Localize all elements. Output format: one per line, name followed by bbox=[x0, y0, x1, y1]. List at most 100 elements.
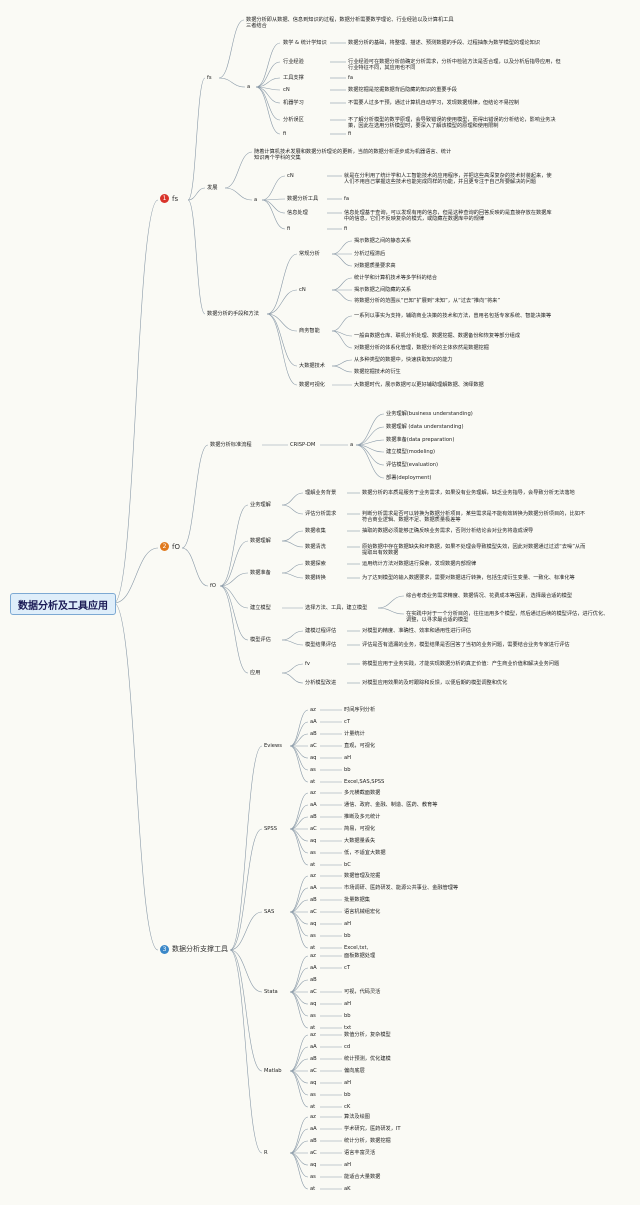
node-development-key[interactable]: 数据分析工具 bbox=[287, 195, 319, 202]
node-tool-value[interactable]: cT bbox=[344, 964, 351, 971]
node-fo-key[interactable]: 分析模型改进 bbox=[305, 679, 337, 686]
node-tool-attr[interactable]: aB bbox=[310, 976, 317, 983]
node-fo-key[interactable]: 数据探索 bbox=[305, 560, 326, 567]
node-fo-key[interactable]: fv bbox=[305, 660, 310, 667]
node-tool-attr[interactable]: aq bbox=[310, 1079, 317, 1086]
node-tool-value[interactable]: 市场调研、医药研发、能源公共事业、金融管理等 bbox=[344, 884, 459, 891]
node-fo-value[interactable]: 抽取的数据必须能够正确反映业务需求，否则分析结论会对业务将造成误导 bbox=[362, 527, 534, 534]
node-methods-group[interactable]: 大数据技术 bbox=[299, 362, 325, 369]
node-tool-value[interactable]: cT bbox=[344, 718, 351, 725]
node-crisp-step[interactable]: 业务理解(business understanding) bbox=[386, 410, 473, 417]
node-methods-item[interactable]: 揭示数据之间的静态关系 bbox=[354, 237, 412, 244]
node-tool-attr[interactable]: az bbox=[310, 872, 316, 879]
node-tool-attr[interactable]: aC bbox=[310, 825, 317, 832]
node-tool-value[interactable]: aH bbox=[344, 1000, 352, 1007]
node-tool-value[interactable]: bb bbox=[344, 932, 351, 939]
node-fo-key[interactable]: 数据收集 bbox=[305, 527, 326, 534]
node-tool-attr[interactable]: as bbox=[310, 932, 316, 939]
node-development[interactable]: 发展 bbox=[207, 184, 218, 191]
node-tool-value[interactable]: 低，不适宜大数据 bbox=[344, 849, 386, 856]
node-tool-attr[interactable]: as bbox=[310, 1091, 316, 1098]
node-fo-key[interactable]: 数据清洗 bbox=[305, 543, 326, 550]
node-fo-value[interactable]: 数据分析的本质是服务于业务需求，如果没有业务理解，缺乏业务指导，会导致分析无法落… bbox=[362, 489, 575, 496]
node-tool-attr[interactable]: aq bbox=[310, 837, 317, 844]
node-development-a[interactable]: a bbox=[254, 196, 258, 203]
node-tool-attr[interactable]: as bbox=[310, 849, 316, 856]
node-tool-attr[interactable]: at bbox=[310, 778, 316, 785]
node-tool-value[interactable]: 统计预测，优化建模 bbox=[344, 1055, 391, 1062]
node-tool-attr[interactable]: aC bbox=[310, 1149, 317, 1156]
node-fs-a-value[interactable]: 数据分析的基础，将整理、描述、预测数据的手段、过程抽象为数学模型的理论知识 bbox=[348, 39, 540, 46]
node-tool-value[interactable]: aK bbox=[344, 1185, 351, 1192]
node-fo-key[interactable]: 选择方法、工具，建立模型 bbox=[305, 604, 368, 611]
node-tool-attr[interactable]: aA bbox=[310, 1043, 317, 1050]
node-tool-value[interactable]: cd bbox=[344, 1043, 351, 1050]
node-fs-a-key[interactable]: 数学 & 统计学知识 bbox=[283, 39, 327, 46]
node-tool-attr[interactable]: aA bbox=[310, 801, 317, 808]
node-development-value[interactable]: 就是在分利用了统计学和人工智能技术的应用程序，并把这些高深复杂的技术封装起来，使… bbox=[344, 172, 552, 186]
node-fs-a-value[interactable]: 不需要人过多干预，通过计算机自动学习，发现数据规律，但结论不易控制 bbox=[348, 99, 520, 106]
node-methods-item[interactable]: 数据挖掘技术的衍生 bbox=[354, 368, 401, 375]
node-fs-a-value[interactable]: fa bbox=[348, 74, 354, 81]
node-tool[interactable]: Matlab bbox=[264, 1067, 282, 1074]
node-methods-item[interactable]: 将数据分析的范围从“已知”扩展到“未知”，从“过去”推向“将来” bbox=[354, 297, 501, 304]
node-fs-a-value[interactable]: 行业经验可在数据分析前确定分析需求，分析中检验方法是否合理，以及分析后指导应用，… bbox=[348, 58, 561, 72]
node-development-key[interactable]: 信息处理 bbox=[287, 209, 308, 216]
node-fo-group[interactable]: 业务理解 bbox=[250, 501, 271, 508]
node-tool-attr[interactable]: az bbox=[310, 706, 316, 713]
node-crisp-dm[interactable]: CRISP-DM bbox=[290, 441, 316, 448]
node-fo-value[interactable]: 将模型应用于业务实践，才能实现数据分析的真正价值：产生商业价值和解决业务问题 bbox=[362, 660, 560, 667]
node-fs-a-key[interactable]: 分析误区 bbox=[283, 116, 304, 123]
node-tool-attr[interactable]: as bbox=[310, 766, 316, 773]
node-tool[interactable]: Eviews bbox=[264, 742, 282, 749]
node-fo-group[interactable]: 数据理解 bbox=[250, 537, 271, 544]
node-tool-attr[interactable]: as bbox=[310, 1173, 316, 1180]
node-fs-a-key[interactable]: 工具支撑 bbox=[283, 74, 304, 81]
node-tool-value[interactable]: 算法及绘图 bbox=[344, 1113, 370, 1120]
node-tool-value[interactable]: txt bbox=[344, 1024, 352, 1031]
node-tool-attr[interactable]: aA bbox=[310, 964, 317, 971]
node-tool-value[interactable]: 语言机械组宏化 bbox=[344, 908, 381, 915]
node-tool-attr[interactable]: as bbox=[310, 1012, 316, 1019]
node-tool-value[interactable]: 偏向底层 bbox=[344, 1067, 365, 1074]
node-crisp-a[interactable]: a bbox=[350, 441, 354, 448]
node-tool-value[interactable]: cK bbox=[344, 1103, 351, 1110]
node-tool-value[interactable]: 计量统计 bbox=[344, 730, 365, 737]
node-crisp-step[interactable]: 评估模型(evaluation) bbox=[386, 461, 439, 468]
node-tool-value[interactable]: 直观，可视化 bbox=[344, 742, 376, 749]
node-crisp-step[interactable]: 建立模型(modeling) bbox=[386, 448, 435, 455]
node-tool-value[interactable]: 能适合大量数据 bbox=[344, 1173, 381, 1180]
node-methods-item[interactable]: 大数据时代，展示数据可以更好辅助理解数据、演绎数据 bbox=[354, 381, 484, 388]
node-fs-a-value[interactable]: 数据挖掘是挖掘数据背后隐藏的知识的重要手段 bbox=[348, 86, 457, 93]
node-fo-group[interactable]: 应用 bbox=[250, 669, 261, 676]
node-tool-attr[interactable]: aB bbox=[310, 1137, 317, 1144]
node-tool-value[interactable]: bC bbox=[344, 861, 351, 868]
node-methods-item[interactable]: 揭示数据之间隐藏的关系 bbox=[354, 286, 412, 293]
node-development-value[interactable]: 信息处理基于查询，可以发现有用的信息，但是这种查询的回答反映的是直接存放在数据库… bbox=[344, 209, 552, 223]
node-fo-sub[interactable]: 在实践中对于一个分析目的，往往运用多个模型，然后通过后续的模型评估，进行优化、调… bbox=[406, 610, 609, 624]
node-fs-a-key[interactable]: cN bbox=[283, 86, 290, 93]
node-fo[interactable]: fO bbox=[210, 582, 216, 589]
node-methods-group[interactable]: cN bbox=[299, 286, 306, 293]
node-development-value[interactable]: fa bbox=[344, 195, 350, 202]
node-fo-value[interactable]: 评估是否有遗漏的业务，模型结果是否回答了当初的业务问题，需要结合业务专家进行评估 bbox=[362, 641, 570, 648]
node-fo-value[interactable]: 原始数据中存在数据缺失和坏数据，如果不处理会导致模型失效，因此对数据通过过滤“去… bbox=[362, 543, 586, 557]
node-tool[interactable]: Stata bbox=[264, 988, 278, 995]
node-tool-attr[interactable]: az bbox=[310, 789, 316, 796]
node-fo-value[interactable]: 判断分析需求是否可以转换为数据分析项目，某些需求是不能有效转换为数据分析项目的，… bbox=[362, 510, 586, 524]
node-tool-value[interactable]: 语言丰富灵活 bbox=[344, 1149, 376, 1156]
node-tool-value[interactable]: 批量数据集 bbox=[344, 896, 370, 903]
node-tool-attr[interactable]: aC bbox=[310, 1067, 317, 1074]
node-fo-key[interactable]: 评估分析需求 bbox=[305, 510, 337, 517]
node-tool-attr[interactable]: aq bbox=[310, 754, 317, 761]
node-fs-a-key[interactable]: fi bbox=[283, 130, 287, 137]
node-fo-value[interactable]: 对模型应用效果的及时跟踪和反馈，以便后期的模型调整和优化 bbox=[362, 679, 508, 686]
node-tool-attr[interactable]: aB bbox=[310, 896, 317, 903]
node-fo-sub[interactable]: 综合考虑业务需求精度、数据情况、花费成本等因素，选择最合适的模型 bbox=[406, 592, 573, 599]
node-fo-key[interactable]: 模型结果评估 bbox=[305, 641, 337, 648]
node-methods-item[interactable]: 对数据质量要求高 bbox=[354, 262, 396, 269]
node-fo-group[interactable]: 数据准备 bbox=[250, 569, 271, 576]
